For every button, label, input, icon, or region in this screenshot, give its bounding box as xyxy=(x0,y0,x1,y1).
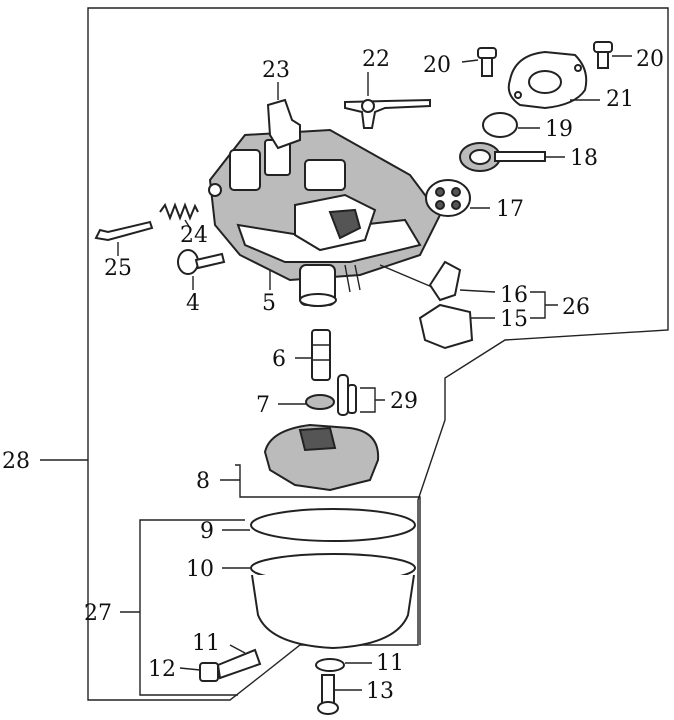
cover-screw-right xyxy=(593,41,632,69)
main-jet-tube xyxy=(295,329,331,381)
label-24: 24 xyxy=(180,223,208,248)
assembly-27-bracket xyxy=(139,519,245,696)
float-bowl xyxy=(222,553,416,650)
assembly-28-bracket xyxy=(87,7,669,701)
cover-screw-left xyxy=(461,47,497,77)
diaphragm-valve xyxy=(459,142,565,172)
float xyxy=(220,423,421,645)
pilot-screw xyxy=(177,249,226,290)
label-20-right: 20 xyxy=(636,47,664,72)
idle-screw xyxy=(94,220,154,256)
label-7: 7 xyxy=(256,393,270,418)
bowl-gasket xyxy=(222,508,416,542)
label-23: 23 xyxy=(262,58,290,83)
label-11-right: 11 xyxy=(376,651,404,676)
idle-spring xyxy=(159,202,199,229)
label-22: 22 xyxy=(362,47,390,72)
label-25: 25 xyxy=(104,256,132,281)
label-28: 28 xyxy=(2,449,30,474)
label-16: 16 xyxy=(500,283,528,308)
label-10: 10 xyxy=(186,557,214,582)
label-21: 21 xyxy=(606,87,634,112)
label-20-left: 20 xyxy=(423,53,451,78)
cover-plate xyxy=(507,50,600,110)
throttle-lever xyxy=(344,72,431,129)
o-ring xyxy=(482,112,540,138)
carburetor-body xyxy=(208,128,442,307)
label-19: 19 xyxy=(545,117,573,142)
label-4: 4 xyxy=(186,291,200,316)
label-18: 18 xyxy=(570,146,598,171)
gasket xyxy=(425,179,490,217)
label-12: 12 xyxy=(148,657,176,682)
label-15: 15 xyxy=(500,307,528,332)
bowl-washer xyxy=(315,658,372,672)
drain-screw xyxy=(179,644,262,682)
label-29: 29 xyxy=(390,389,418,414)
label-11-top: 11 xyxy=(192,631,220,656)
pin-set xyxy=(337,374,385,416)
label-6: 6 xyxy=(272,347,286,372)
main-jet xyxy=(278,394,335,410)
float-assembly xyxy=(379,260,558,350)
label-27: 27 xyxy=(84,601,112,626)
label-8: 8 xyxy=(196,469,210,494)
choke-lever xyxy=(266,82,301,150)
label-9: 9 xyxy=(200,519,214,544)
label-5: 5 xyxy=(262,291,276,316)
label-17: 17 xyxy=(496,197,524,222)
bowl-bolt xyxy=(317,674,362,715)
label-13: 13 xyxy=(366,679,394,704)
label-26: 26 xyxy=(562,295,590,320)
